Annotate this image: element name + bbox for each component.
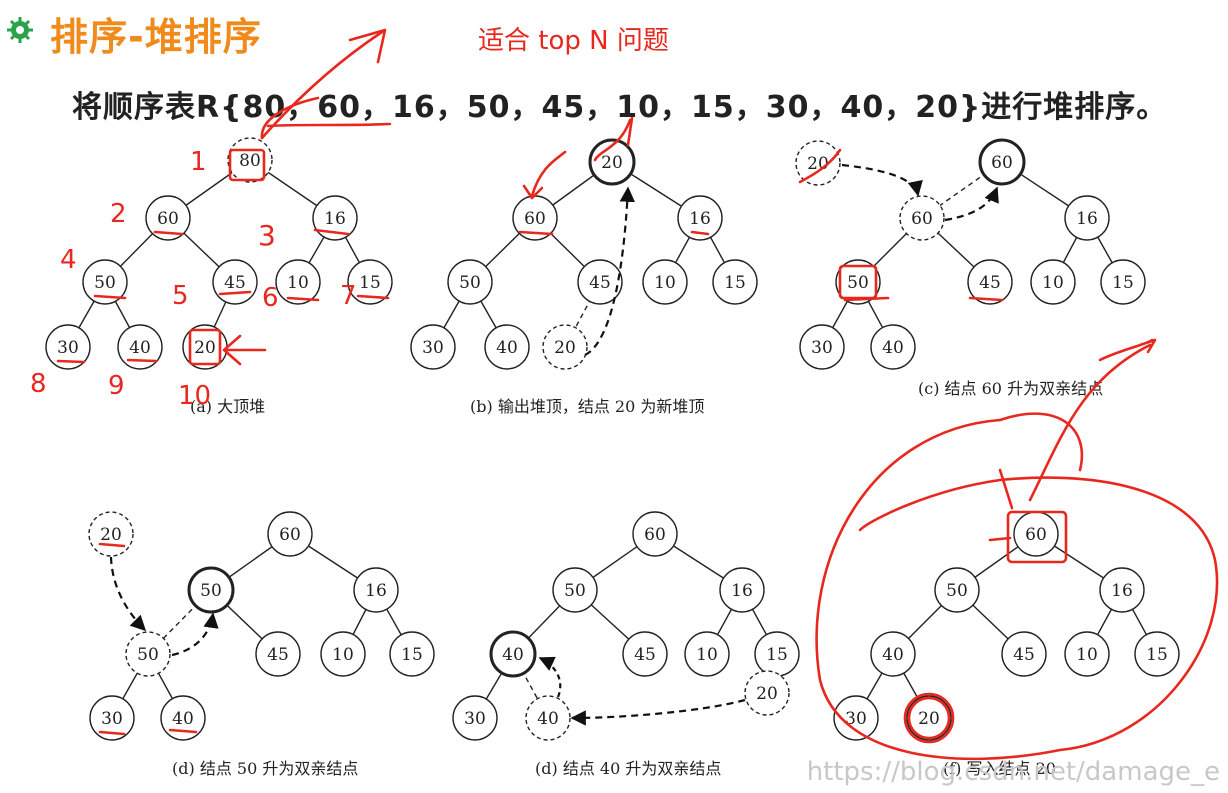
svg-text:20: 20: [918, 709, 940, 729]
gear-icon: [7, 17, 33, 43]
svg-text:60: 60: [644, 525, 666, 545]
svg-text:20: 20: [756, 684, 778, 704]
svg-text:40: 40: [537, 709, 559, 729]
svg-text:60: 60: [911, 209, 933, 229]
svg-text:10: 10: [1076, 645, 1098, 665]
svg-text:15: 15: [401, 645, 423, 665]
svg-text:10: 10: [332, 645, 354, 665]
svg-text:45: 45: [267, 645, 289, 665]
handwritten-number: 5: [172, 281, 189, 311]
svg-text:30: 30: [811, 338, 833, 358]
handwritten-number: 3: [258, 219, 276, 252]
svg-text:10: 10: [287, 273, 309, 293]
svg-text:20: 20: [554, 338, 576, 358]
svg-text:40: 40: [496, 338, 518, 358]
svg-text:15: 15: [1112, 273, 1134, 293]
handwritten-number: 4: [60, 245, 77, 275]
svg-text:40: 40: [882, 645, 904, 665]
svg-text:50: 50: [847, 273, 869, 293]
caption-d1: (d) 结点 50 升为双亲结点: [172, 759, 358, 778]
handwritten-number: 1: [190, 147, 207, 177]
svg-text:20: 20: [100, 525, 122, 545]
handwritten-number: 6: [262, 283, 279, 313]
svg-text:45: 45: [1013, 645, 1035, 665]
svg-text:45: 45: [224, 273, 246, 293]
svg-text:40: 40: [172, 709, 194, 729]
svg-text:60: 60: [524, 209, 546, 229]
svg-text:15: 15: [724, 273, 746, 293]
svg-text:16: 16: [365, 581, 387, 601]
svg-text:50: 50: [459, 273, 481, 293]
handwritten-number: 2: [110, 199, 127, 229]
panel-a-tree: [67, 159, 371, 348]
svg-text:10: 10: [696, 645, 718, 665]
svg-text:80: 80: [239, 151, 261, 171]
svg-text:20: 20: [194, 338, 216, 358]
svg-text:60: 60: [279, 525, 301, 545]
svg-text:20: 20: [601, 153, 623, 173]
handwritten-number: 7: [340, 281, 357, 311]
svg-text:16: 16: [324, 209, 346, 229]
svg-text:10: 10: [654, 273, 676, 293]
handwritten-number: 10: [178, 381, 211, 411]
page-title: 排序-堆排序: [50, 15, 262, 59]
svg-text:30: 30: [57, 338, 79, 358]
caption-c: (c) 结点 60 升为双亲结点: [918, 379, 1103, 398]
svg-text:16: 16: [689, 209, 711, 229]
svg-text:15: 15: [359, 273, 381, 293]
svg-text:40: 40: [129, 338, 151, 358]
handwritten-number: 9: [108, 371, 125, 401]
svg-text:30: 30: [464, 709, 486, 729]
svg-text:16: 16: [731, 581, 753, 601]
svg-text:15: 15: [1146, 645, 1168, 665]
svg-text:16: 16: [1076, 209, 1098, 229]
svg-text:16: 16: [1111, 581, 1133, 601]
svg-text:60: 60: [991, 153, 1013, 173]
svg-text:60: 60: [157, 209, 179, 229]
problem-statement: 将顺序表R{80，60，16，50，45，10，15，30，40，20}进行堆排…: [72, 90, 1168, 125]
caption-f: (f) 写入结点 20: [943, 759, 1056, 778]
svg-text:30: 30: [845, 709, 867, 729]
svg-text:50: 50: [946, 581, 968, 601]
svg-text:50: 50: [564, 581, 586, 601]
handwritten-annotation: 适合 top N 问题: [478, 26, 669, 56]
svg-text:50: 50: [94, 273, 116, 293]
caption-d2: (d) 结点 40 升为双亲结点: [535, 759, 721, 778]
svg-text:60: 60: [1025, 525, 1047, 545]
caption-b: (b) 输出堆顶，结点 20 为新堆顶: [470, 397, 704, 416]
watermark: https://blog.csdn.net/damage_e: [806, 757, 1220, 787]
caption-a: (a) 大顶堆: [190, 397, 265, 416]
svg-text:45: 45: [979, 273, 1001, 293]
svg-text:50: 50: [200, 581, 222, 601]
svg-text:45: 45: [634, 645, 656, 665]
svg-text:30: 30: [101, 709, 123, 729]
red-pen-annotations: 1 2 3 4 5 6 7 8 9 10: [30, 28, 1219, 761]
svg-text:40: 40: [502, 645, 524, 665]
svg-text:40: 40: [882, 338, 904, 358]
svg-text:10: 10: [1042, 273, 1064, 293]
svg-text:50: 50: [137, 645, 159, 665]
svg-text:30: 30: [422, 338, 444, 358]
svg-text:45: 45: [589, 273, 611, 293]
handwritten-number: 8: [30, 369, 47, 399]
svg-text:15: 15: [766, 645, 788, 665]
